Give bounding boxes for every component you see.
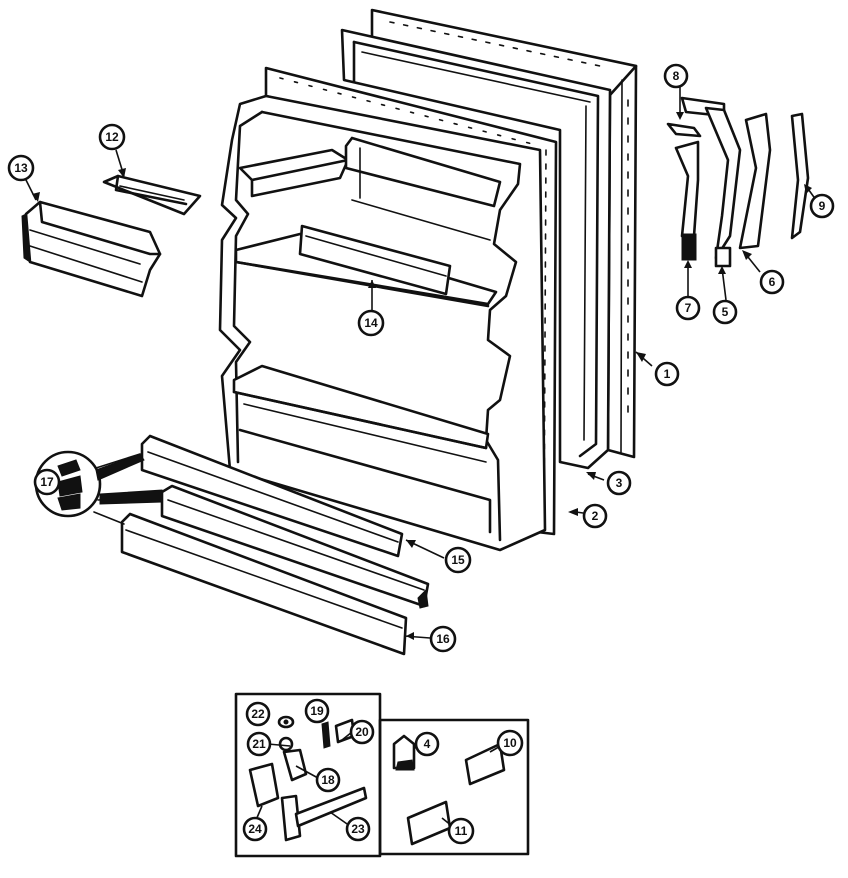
svg-text:23: 23 [351,822,365,836]
svg-text:6: 6 [769,275,776,289]
svg-text:14: 14 [364,316,378,330]
svg-text:3: 3 [616,476,623,490]
svg-text:22: 22 [251,707,265,721]
svg-text:9: 9 [819,199,826,213]
svg-text:10: 10 [503,736,517,750]
callout-5: 5 [712,299,738,325]
callout-2: 2 [582,503,608,529]
svg-text:18: 18 [321,773,335,787]
callout-12: 12 [98,123,126,151]
callout-4: 4 [414,731,440,757]
callout-17: 17 [33,468,61,496]
callout-1: 1 [654,361,680,387]
callout-16: 16 [429,625,457,653]
callout-7: 7 [675,295,701,321]
callout-24: 24 [242,816,268,842]
callout-15: 15 [444,546,472,574]
callout-8: 8 [663,63,689,89]
callout-19: 19 [304,698,330,724]
end-cap-inset [34,450,163,525]
callout-3: 3 [606,470,632,496]
svg-text:17: 17 [40,475,54,489]
svg-text:5: 5 [722,305,729,319]
svg-text:12: 12 [105,130,119,144]
svg-text:21: 21 [252,737,266,751]
svg-text:16: 16 [436,632,450,646]
callout-13: 13 [7,154,35,182]
svg-text:4: 4 [424,737,431,751]
svg-text:8: 8 [673,69,680,83]
callout-20: 20 [349,719,375,745]
svg-text:11: 11 [455,824,468,838]
hinge-parts [666,96,810,268]
callout-23: 23 [345,816,371,842]
door-gasket [340,28,612,470]
dairy-door [21,200,162,298]
svg-text:19: 19 [310,704,324,718]
svg-text:2: 2 [592,509,599,523]
svg-text:7: 7 [685,301,692,315]
callout-11: 11 [447,817,475,845]
dairy-tray [102,174,202,216]
callout-6: 6 [759,269,785,295]
leader-arrowheads [32,112,812,640]
callout-22: 22 [245,701,271,727]
svg-text:1: 1 [664,367,671,381]
svg-text:15: 15 [451,553,465,567]
callout-18: 18 [315,767,341,793]
callout-14: 14 [357,309,385,337]
svg-text:20: 20 [355,725,369,739]
callout-21: 21 [246,731,272,757]
inset-hardware-box-b [378,718,530,856]
callout-9: 9 [809,193,835,219]
svg-text:24: 24 [248,822,262,836]
callout-10: 10 [496,729,524,757]
svg-text:13: 13 [14,161,28,175]
